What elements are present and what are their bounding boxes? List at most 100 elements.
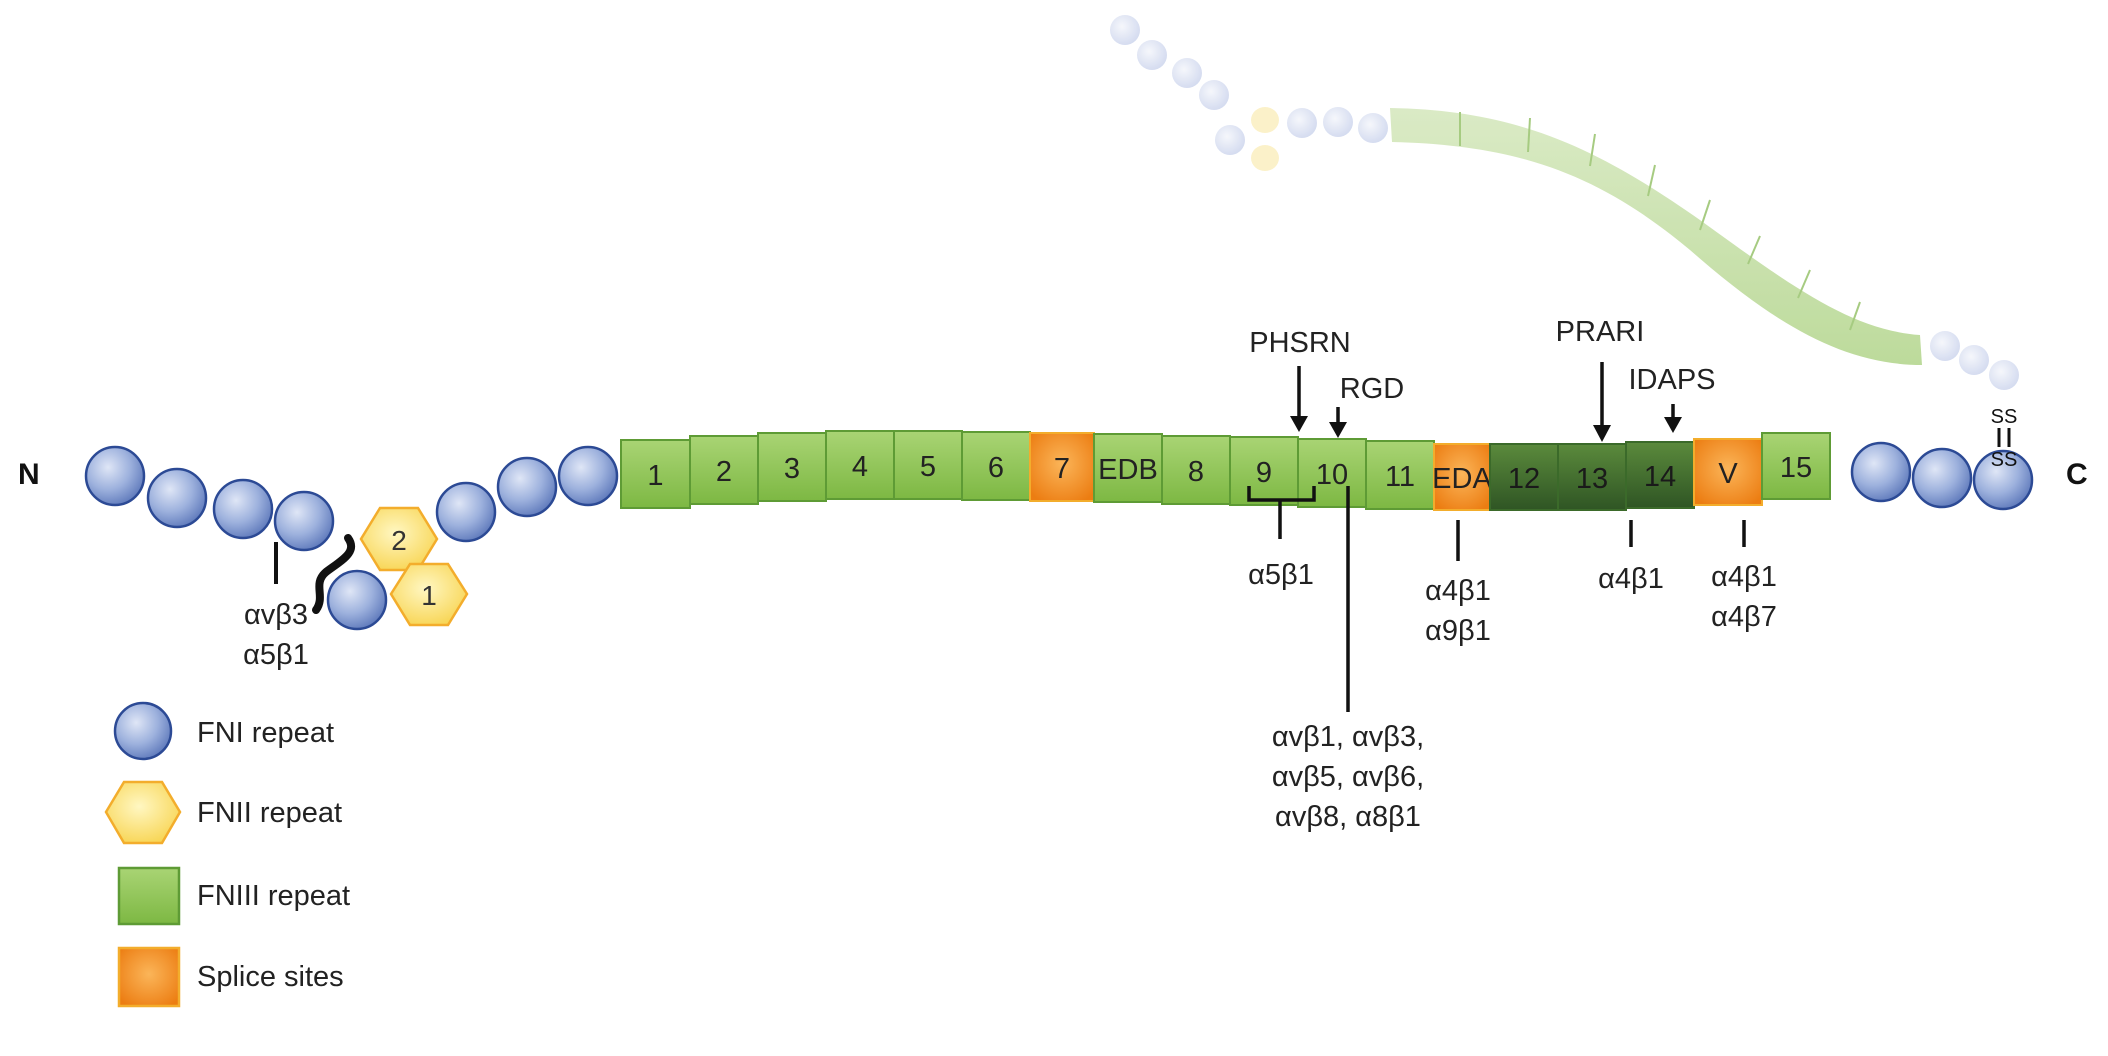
legend-fnii-swatch (104, 780, 182, 845)
tail-divider (1747, 235, 1761, 265)
fniii-module (1297, 438, 1367, 508)
fniii-module-label: 1 (647, 460, 663, 492)
fniii-module (1557, 443, 1627, 511)
legend-fni-label: FNI repeat (197, 717, 334, 749)
rgd-arrowhead (1329, 422, 1347, 438)
legend: FNI repeat FNII repeat FNIII repeat Spli… (104, 701, 350, 1008)
partner-fni-module (1137, 40, 1167, 70)
fni-integrin-1: αvβ3 (244, 599, 308, 631)
rgd-integrins-line-3: αvβ8, α8β1 (1275, 801, 1421, 833)
fni-module (557, 445, 619, 507)
partner-fni-module (1930, 331, 1960, 361)
prari-arrowhead (1593, 425, 1611, 442)
tail-divider (1849, 301, 1861, 331)
phsrn-label: PHSRN (1249, 327, 1351, 359)
eda-integrin-1: α4β1 (1425, 575, 1491, 607)
phsrn-arrowhead (1290, 416, 1308, 432)
fniii-module (1365, 440, 1435, 510)
fni-modules-n (84, 445, 619, 631)
v-integrin-1: α4β1 (1711, 561, 1777, 593)
eda-integrin-2: α9β1 (1425, 615, 1491, 647)
fni-integrin-2: α5β1 (243, 639, 309, 671)
fni-module (273, 490, 335, 552)
fnii-module-1 (389, 562, 469, 627)
fniii-module (757, 432, 827, 502)
splice-module (1693, 438, 1763, 506)
fni-module (326, 569, 388, 631)
idaps-label: IDAPS (1628, 364, 1715, 396)
c-terminus-label: C (2066, 458, 2088, 491)
fnii-label-2: 2 (391, 525, 407, 556)
n-terminus-label: N (18, 458, 40, 491)
fniii-module-label: 10 (1316, 459, 1348, 491)
fni-linker (312, 534, 356, 614)
fniii-module (1161, 435, 1231, 505)
partner-fni-module (1287, 108, 1317, 138)
legend-splice-label: Splice sites (197, 961, 344, 993)
fniii-module-label: 14 (1644, 461, 1676, 493)
disulfide-label-top: SS (1991, 406, 2018, 428)
fniii-module (961, 431, 1031, 501)
fn14-integrin: α4β1 (1598, 563, 1664, 595)
legend-fniii-label: FNIII repeat (197, 880, 350, 912)
fni-module (84, 445, 146, 507)
tail-divider (1527, 117, 1531, 153)
legend-fniii-swatch (117, 866, 181, 926)
fniii-module-label: EDB (1098, 454, 1158, 486)
synergy-integrin: α5β1 (1248, 559, 1314, 591)
fniii-module-label: 8 (1188, 456, 1204, 488)
fniii-module-label: 6 (988, 452, 1004, 484)
rgd-label: RGD (1340, 373, 1404, 405)
fniii-module-label: 2 (716, 456, 732, 488)
prari-label: PRARI (1556, 316, 1645, 348)
fniii-module (893, 430, 963, 500)
fni-module (146, 467, 208, 529)
fnii-label-1: 1 (421, 580, 437, 611)
rgd-integrins-line-2: αvβ5, αvβ6, (1272, 761, 1424, 793)
partner-fni-module (1989, 360, 2019, 390)
fniii-module-label: 7 (1054, 453, 1070, 485)
partner-fni-module (1323, 107, 1353, 137)
fniii-module-label: 4 (852, 451, 868, 483)
legend-fnii-label: FNII repeat (197, 797, 342, 829)
v-integrin-2: α4β7 (1711, 601, 1777, 633)
fni-module (1972, 449, 2034, 511)
tail-divider (1699, 199, 1711, 231)
idaps-arrowhead (1664, 417, 1682, 433)
fni-module (1850, 441, 1912, 503)
fniii-module-label: 5 (920, 451, 936, 483)
synergy-bracket (1247, 486, 1316, 539)
fni-module (435, 481, 497, 543)
splice-module (1433, 443, 1491, 511)
fniii-module-label: EDA (1432, 463, 1492, 495)
partner-fni-module (1215, 125, 1245, 155)
partner-chain (1110, 15, 2019, 390)
fniii-module (689, 435, 759, 505)
fniii-module-label: 15 (1780, 452, 1812, 484)
fniii-module-label: 9 (1256, 457, 1272, 489)
partner-fni-module (1959, 345, 1989, 375)
tail-divider (1797, 269, 1811, 299)
partner-fni-module (1199, 80, 1229, 110)
disulfide-label-bottom: SS (1991, 449, 2018, 471)
fniii-module (1625, 441, 1695, 509)
fni-modules-c (1850, 441, 2034, 511)
fniii-module-label: 11 (1385, 461, 1415, 493)
fni-module (1911, 447, 1973, 509)
partner-fni-module (1172, 58, 1202, 88)
tail-divider (1647, 164, 1656, 197)
fniii-module-label: 13 (1576, 463, 1608, 495)
partner-fni-module (1358, 113, 1388, 143)
tail-divider (1589, 133, 1596, 167)
legend-splice-swatch (117, 946, 181, 1008)
fniii-module (1093, 433, 1163, 503)
fniii-module-label: V (1718, 458, 1738, 490)
partner-fnii-module (1251, 107, 1279, 133)
partner-fni-module (1110, 15, 1140, 45)
fni-module (212, 478, 274, 540)
fniii-module-label: 3 (784, 453, 800, 485)
fnii-modules (359, 506, 469, 627)
partner-fnii-module (1251, 145, 1279, 171)
